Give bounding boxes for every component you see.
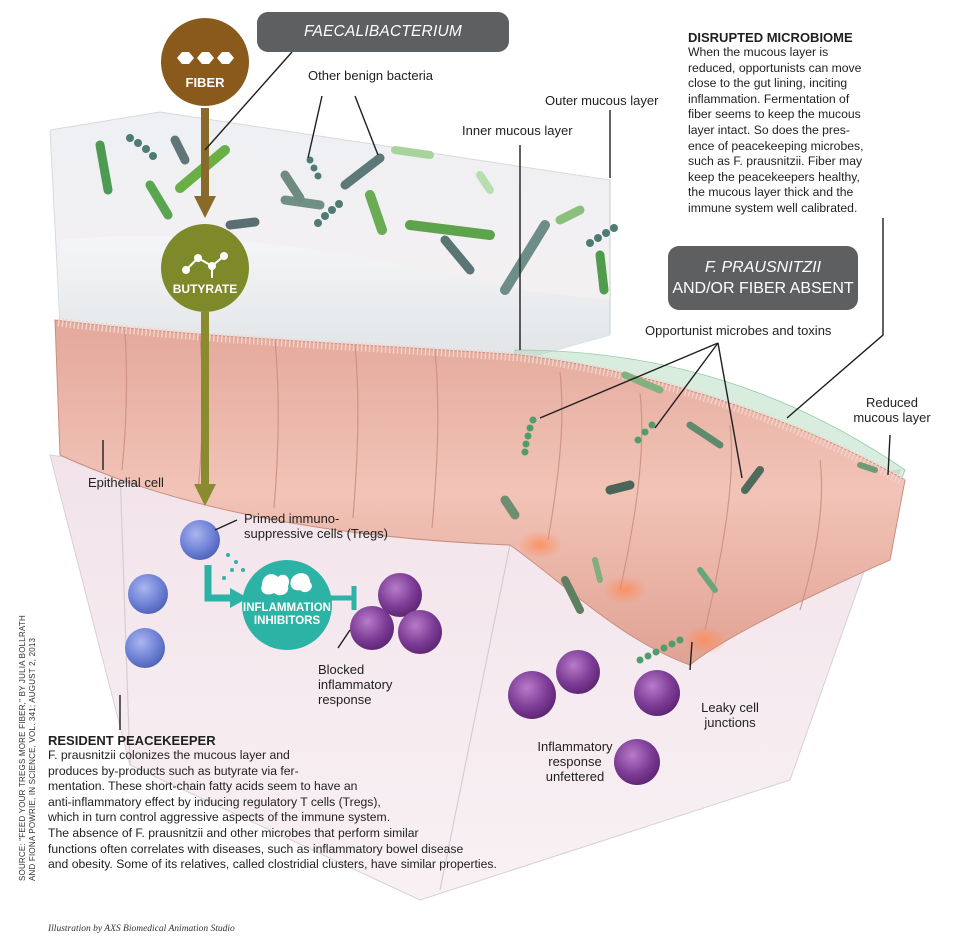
label-inner-mucous: Inner mucous layer: [462, 123, 573, 138]
disrupted-line: When the mucous layer is: [688, 45, 829, 59]
label-blocked-line3: response: [318, 692, 372, 707]
leak-glow: [518, 531, 562, 559]
butyrate-label: BUTYRATE: [172, 282, 238, 296]
label-reduced-line2: mucous layer: [853, 410, 931, 425]
treg-cells: [125, 520, 220, 668]
disrupted-line: immune system well calibrated.: [688, 200, 858, 215]
label-unfettered-line1: Inflammatory: [537, 739, 613, 754]
epithelial-tissue: [54, 319, 906, 666]
inhibitors-label-line1: INFLAMMATION: [243, 602, 331, 614]
label-primed-line1: Primed immuno-: [244, 511, 340, 526]
label-reduced-line1: Reduced: [865, 395, 919, 410]
disrupted-line: ence of peacekeeping microbes,: [688, 138, 864, 153]
disrupted-line: layer intact. So does the pres-: [688, 122, 850, 137]
disrupted-line: reduced, opportunists can move: [688, 60, 862, 75]
label-leaky-line1: Leaky cell: [701, 700, 759, 715]
treg-to-inhibitor-arrow: [204, 565, 232, 602]
label-primed-tregs: Primed immuno- suppressive cells (Tregs): [244, 511, 388, 541]
disrupted-line: close to the gut lining, inciting: [688, 76, 848, 91]
box-edge: [439, 519, 516, 891]
leak-glow: [603, 576, 647, 604]
disrupted-microbiome-block: DISRUPTED MICROBIOME When the mucous lay…: [688, 30, 948, 217]
blocked-inflammatory-cells: [350, 573, 442, 654]
resident-line: The absence of F. prausnitzii and other …: [48, 825, 419, 840]
molecule-icon: [182, 252, 228, 278]
source-line1: SOURCE: "FEED YOUR TREGS MORE FIBER," BY…: [18, 615, 27, 881]
disrupted-line: the mucous layer thick and the: [688, 185, 854, 200]
resident-body: F. prausnitzii colonizes the mucous laye…: [48, 748, 548, 873]
label-unfettered-line3: unfettered: [545, 769, 605, 784]
butyrate-node: [161, 224, 249, 312]
resident-line: functions often correlates with diseases…: [48, 841, 464, 856]
disrupted-line: fiber seems to keep the mucous: [688, 107, 861, 122]
source-line2: AND FIONA POWRIE, IN SCIENCE, VOL. 341; …: [28, 637, 37, 881]
disrupted-body: When the mucous layer is reduced, opport…: [688, 45, 948, 217]
label-reduced-mucous: Reduced mucous layer: [842, 395, 942, 425]
illustration-credit: Illustration by AXS Biomedical Animation…: [48, 924, 235, 934]
unfettered-inflammatory-cells: [508, 650, 680, 785]
label-blocked-response: Blocked inflammatory response: [318, 662, 392, 707]
label-blocked-line2: inflammatory: [318, 677, 393, 692]
opportunist-microbes: [500, 371, 878, 614]
leak-glow: [683, 626, 727, 654]
label-inflammatory-unfettered: Inflammatory response unfettered: [520, 739, 630, 784]
disrupted-line: inflammation. Fermentation of: [688, 91, 850, 106]
resident-heading: RESIDENT PEACEKEEPER: [48, 733, 216, 748]
resident-peacekeeper-block: RESIDENT PEACEKEEPER F. prausnitzii colo…: [48, 733, 548, 873]
treg-to-inhibitor-arrowhead: [230, 588, 248, 608]
fiber-arrow: [194, 108, 216, 218]
benign-chain-bacteria: [126, 134, 618, 247]
resident-line: produces by-products such as butyrate vi…: [48, 763, 299, 778]
pill-faecalibacterium: FAECALIBACTERIUM PRAUSNITZII: [257, 12, 509, 80]
inhibition-bar: [330, 586, 357, 610]
resident-line: anti-inflammatory effect by inducing reg…: [48, 794, 381, 809]
label-outer-mucous: Outer mucous layer: [545, 93, 659, 108]
inhibitor-shapes-icon: [261, 573, 312, 596]
inhibitors-label: INFLAMMATION INHIBITORS: [232, 602, 342, 628]
benign-bacteria: [95, 135, 609, 295]
resident-line: mentation. These short-chain fatty acids…: [48, 779, 358, 794]
pill-absent: F. PRAUSNITZII AND/OR FIBER ABSENT: [668, 246, 858, 310]
disrupted-line: keep the peacekeepers healthy,: [688, 169, 860, 184]
source-citation: SOURCE: "FEED YOUR TREGS MORE FIBER," BY…: [18, 615, 38, 881]
resident-line: F. prausnitzii colonizes the mucous laye…: [48, 748, 290, 762]
label-unfettered-line2: response: [548, 754, 602, 769]
label-primed-line2: suppressive cells (Tregs): [244, 526, 389, 541]
resident-line: which in turn control aggressive aspects…: [48, 810, 391, 825]
box-edge: [119, 469, 131, 766]
disrupted-line: such as F. prausnitzii. Fiber may: [688, 154, 863, 169]
hexagon-chain-icon: [177, 52, 234, 64]
label-opportunist: Opportunist microbes and toxins: [645, 323, 832, 338]
label-blocked-line1: Blocked: [318, 662, 365, 677]
butyrate-arrow: [194, 312, 216, 506]
label-benign-bacteria: Other benign bacteria: [308, 68, 434, 83]
resident-line: and obesity. Some of its relatives, call…: [48, 857, 497, 872]
label-epithelial-cell: Epithelial cell: [88, 475, 164, 490]
pill-absent-line2: AND/OR FIBER ABSENT: [672, 280, 854, 297]
disrupted-heading: DISRUPTED MICROBIOME: [688, 30, 853, 45]
inhibitors-label-line2: INHIBITORS: [253, 615, 321, 627]
pill-absent-line1: F. PRAUSNITZII: [704, 259, 822, 276]
opportunist-chains: [521, 416, 684, 664]
leader-lines: [102, 51, 891, 730]
label-leaky-line2: junctions: [704, 715, 756, 730]
label-leaky-junctions: Leaky cell junctions: [685, 700, 775, 730]
fiber-label: FIBER: [185, 75, 225, 90]
epithelial-cell-dividers: [121, 329, 823, 631]
